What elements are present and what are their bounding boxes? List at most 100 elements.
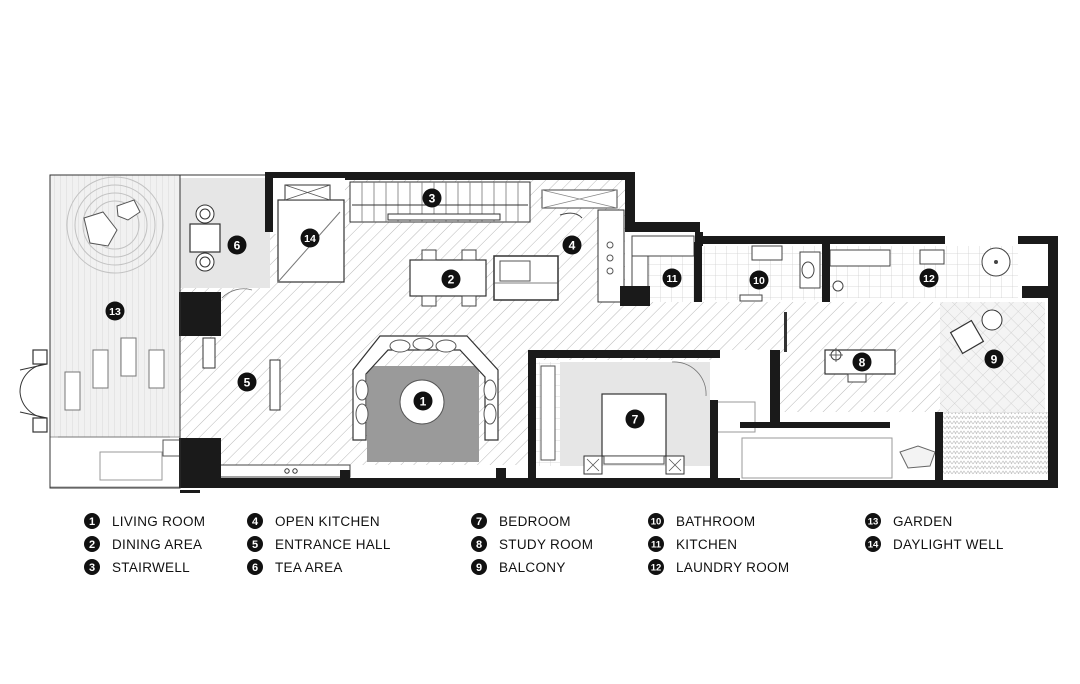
room-marker-11: 11 [662, 268, 682, 288]
garden-stone [116, 199, 141, 221]
room-marker-6-label: 6 [234, 239, 241, 253]
balcony-furniture [899, 309, 1003, 469]
legend-item-11: 11 KITCHEN [648, 536, 737, 552]
legend-num: 4 [252, 516, 259, 528]
sectional-sofa [352, 335, 499, 441]
room-marker-7: 7 [625, 409, 645, 429]
legend-label: BEDROOM [499, 514, 571, 529]
legend-label: LAUNDRY ROOM [676, 560, 789, 575]
legend-num: 9 [476, 562, 482, 574]
legend-item-14: 14 DAYLIGHT WELL [865, 536, 1004, 552]
bedroom [540, 361, 707, 475]
legend-label: LIVING ROOM [112, 514, 205, 529]
room-marker-7-label: 7 [632, 413, 639, 427]
legend-label: DINING AREA [112, 537, 202, 552]
legend-num: 14 [868, 540, 879, 551]
legend-label: DAYLIGHT WELL [893, 537, 1004, 552]
walls [179, 172, 1058, 493]
room-marker-14: 14 [300, 228, 320, 248]
kitchen-island [493, 255, 559, 301]
legend-label: ENTRANCE HALL [275, 537, 391, 552]
room-marker-1: 1 [413, 391, 433, 411]
legend-item-2: 2 DINING AREA [84, 536, 202, 552]
legend: 1 LIVING ROOM 2 DINING AREA 3 STAIRWELL … [84, 513, 1004, 575]
open-kitchen [541, 189, 625, 303]
garden-stone [83, 211, 118, 247]
legend-item-9: 9 BALCONY [471, 559, 566, 575]
bathroom [739, 245, 821, 302]
legend-num: 10 [651, 517, 662, 528]
legend-num: 2 [89, 539, 95, 551]
legend-item-13: 13 GARDEN [865, 513, 953, 529]
legend-item-5: 5 ENTRANCE HALL [247, 536, 391, 552]
planter-stone [899, 445, 936, 469]
room-marker-10: 10 [749, 270, 769, 290]
room-marker-8-label: 8 [859, 356, 866, 370]
garden-gate [19, 349, 48, 433]
room-marker-12-label: 12 [923, 273, 935, 285]
legend-item-10: 10 BATHROOM [648, 513, 755, 529]
legend-num: 1 [89, 516, 95, 528]
legend-item-8: 8 STUDY ROOM [471, 536, 593, 552]
stepping-stone [120, 337, 137, 377]
legend-num: 3 [89, 562, 95, 574]
room-marker-6: 6 [227, 235, 247, 255]
room-marker-9-label: 9 [991, 353, 998, 367]
room-marker-5: 5 [237, 372, 257, 392]
stepping-stone [148, 349, 165, 389]
room-marker-11-label: 11 [666, 273, 677, 285]
tea-table [189, 223, 221, 253]
room-marker-13: 13 [105, 301, 125, 321]
legend-label: KITCHEN [676, 537, 737, 552]
balcony-side-table [981, 309, 1003, 331]
legend-num: 5 [252, 539, 258, 551]
stepping-stone [64, 371, 81, 411]
garden-details [58, 176, 181, 481]
tea-stool [195, 204, 215, 224]
legend-label: OPEN KITCHEN [275, 514, 380, 529]
legend-item-4: 4 OPEN KITCHEN [247, 513, 380, 529]
room-marker-14-label: 14 [304, 233, 316, 245]
room-marker-8: 8 [852, 352, 872, 372]
legend-label: STAIRWELL [112, 560, 190, 575]
room-markers: 1 2 3 4 5 6 7 8 [105, 188, 1004, 429]
dining-furniture [409, 249, 559, 307]
balcony-chair [949, 319, 985, 355]
room-marker-12: 12 [919, 268, 939, 288]
room-marker-4-label: 4 [569, 239, 576, 253]
room-marker-3: 3 [422, 188, 442, 208]
legend-num: 11 [651, 540, 662, 551]
legend-label: BALCONY [499, 560, 566, 575]
legend-num: 12 [651, 563, 662, 574]
room-marker-10-label: 10 [753, 275, 765, 287]
legend-label: GARDEN [893, 514, 953, 529]
room-marker-9: 9 [984, 349, 1004, 369]
legend-label: TEA AREA [275, 560, 343, 575]
legend-item-1: 1 LIVING ROOM [84, 513, 205, 529]
living-room [219, 335, 499, 478]
entrance-hall [202, 288, 281, 411]
legend-item-3: 3 STAIRWELL [84, 559, 190, 575]
legend-num: 6 [252, 562, 258, 574]
shoe-cabinet [269, 359, 281, 411]
stepping-stone [92, 349, 109, 389]
legend-label: BATHROOM [676, 514, 755, 529]
laundry-room [829, 247, 1011, 292]
tea-area-furniture [189, 204, 221, 272]
room-marker-1-label: 1 [420, 395, 427, 409]
room-marker-5-label: 5 [244, 376, 251, 390]
legend-item-6: 6 TEA AREA [247, 559, 343, 575]
tea-stool [195, 252, 215, 272]
legend-item-12: 12 LAUNDRY ROOM [648, 559, 789, 575]
legend-num: 8 [476, 539, 482, 551]
room-marker-2: 2 [441, 269, 461, 289]
legend-num: 13 [868, 517, 879, 528]
legend-label: STUDY ROOM [499, 537, 593, 552]
room-marker-3-label: 3 [429, 192, 436, 206]
room-marker-2-label: 2 [448, 273, 455, 287]
legend-item-7: 7 BEDROOM [471, 513, 571, 529]
legend-num: 7 [476, 516, 482, 528]
outline [49, 174, 265, 489]
room-marker-4: 4 [562, 235, 582, 255]
